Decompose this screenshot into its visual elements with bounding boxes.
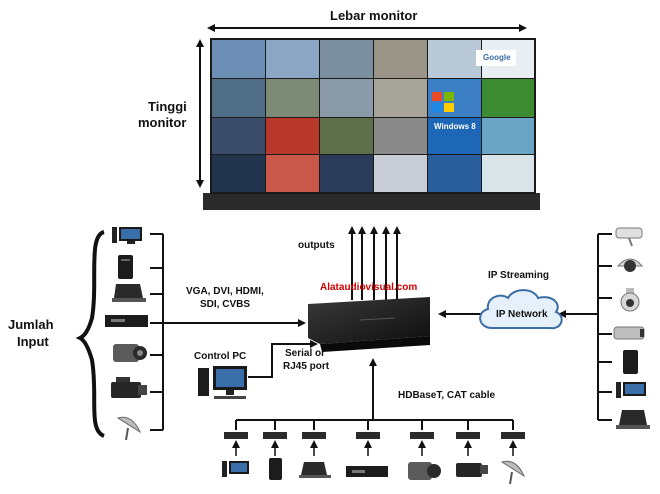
ip-network-label: IP Network — [496, 309, 548, 320]
dvd-player-icon — [105, 315, 148, 327]
bottom-satellite-dish-icon — [500, 460, 526, 485]
width-label: Lebar monitor — [330, 8, 418, 23]
right-laptop-icon — [616, 410, 650, 429]
ptz-camera-icon — [620, 288, 640, 312]
input-brace — [75, 230, 106, 438]
outputs-label: outputs — [298, 240, 335, 251]
bottom-camcorder-icon — [408, 462, 441, 480]
cctv-camera-icon — [615, 227, 643, 247]
jumlah-label: Jumlah — [8, 317, 54, 332]
right-desktop-pc-icon — [616, 382, 646, 398]
windows-logo-text: Windows 8 — [434, 122, 476, 131]
brand-label: Alataudiovisual.com — [320, 282, 418, 293]
bottom-pc-tower-icon — [269, 458, 282, 480]
bottom-dvd-player-icon — [346, 466, 388, 477]
ip-streaming-label: IP Streaming — [488, 270, 549, 281]
laptop-icon — [112, 284, 146, 302]
right-pc-tower-icon — [623, 350, 638, 374]
ip-network-cloud — [479, 289, 563, 330]
camcorder-icon — [113, 344, 147, 362]
right-input-connectors — [438, 233, 612, 421]
bottom-laptop-icon — [299, 462, 331, 478]
bullet-camera-icon — [613, 326, 645, 340]
hdbaset-label: HDBaseT, CAT cable — [398, 390, 496, 401]
dome-camera-icon — [616, 258, 644, 272]
sources-label-line2: SDI, CVBS — [200, 299, 251, 310]
sources-label-line1: VGA, DVI, HDMI, — [186, 286, 264, 297]
hdbaset-receivers — [224, 432, 525, 439]
height-label-line1: Tinggi — [148, 99, 187, 114]
pc-tower-icon — [118, 255, 133, 279]
serial-label-line2: RJ45 port — [283, 361, 330, 372]
output-arrows — [348, 226, 401, 300]
desktop-pc-icon — [112, 227, 142, 244]
serial-label-line1: Serial or — [285, 348, 326, 359]
control-pc-icon — [198, 366, 247, 399]
hdbaset-connectors — [235, 358, 514, 430]
control-connection — [248, 340, 318, 378]
input-label: Input — [17, 334, 49, 349]
google-logo-text: Google — [483, 53, 511, 62]
control-pc-label: Control PC — [194, 351, 247, 362]
bottom-desktop-pc-icon — [222, 461, 249, 477]
pro-camera-icon — [111, 377, 147, 398]
video-wall-processor — [308, 297, 430, 352]
bottom-up-arrows — [232, 440, 517, 456]
bottom-pro-camera-icon — [456, 463, 488, 477]
height-label-line2: monitor — [138, 115, 187, 130]
left-input-connectors — [150, 233, 306, 431]
video-wall — [203, 38, 540, 210]
satellite-dish-icon — [116, 416, 142, 441]
